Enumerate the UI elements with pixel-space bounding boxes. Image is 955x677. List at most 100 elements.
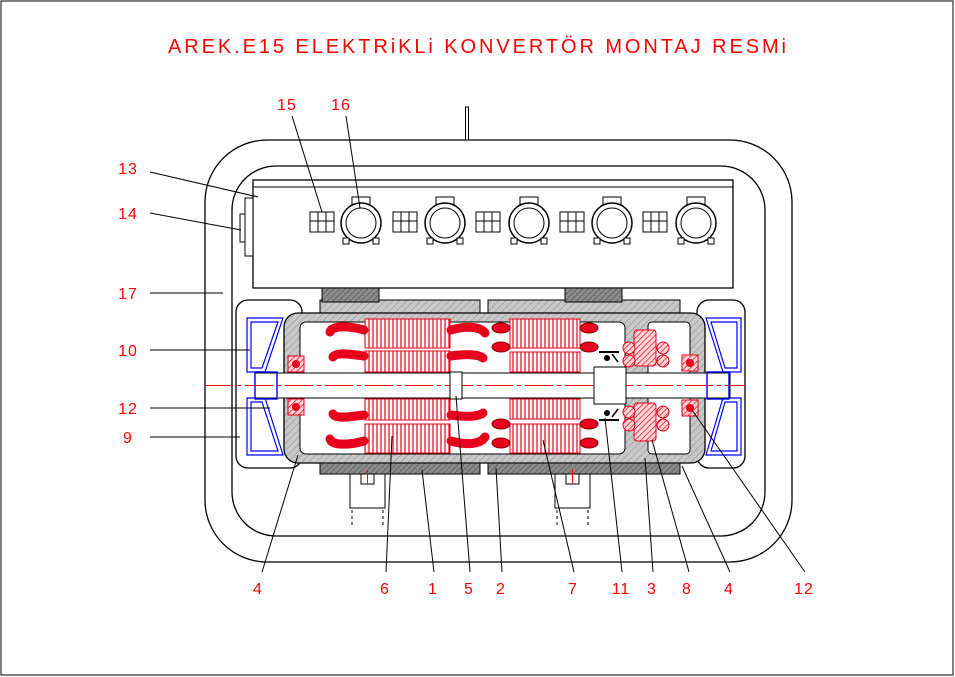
gear-tooth [656,405,670,419]
brush-lower [604,410,610,416]
socket-outer-ring [675,202,717,244]
socket-foot [510,237,518,245]
control-box [252,179,734,289]
motor-winding-end-turn [446,322,490,338]
leader-12-right [691,409,806,573]
terminal-block-frame [642,211,668,233]
terminal-block-frame [309,211,335,233]
callout-6: 6 [380,581,390,598]
motor-winding-end-turn [325,434,369,449]
socket-inner-ring [513,207,545,239]
motor-winding-end-turn [328,349,369,362]
socket-foot [593,237,601,245]
socket-inner-ring [680,207,712,239]
gear-tooth [656,354,670,368]
callout-1: 1 [428,581,438,598]
callout-4-left: 4 [253,581,263,598]
leader-1 [421,469,435,573]
generator-winding-end [491,341,511,353]
terminal-block-5 [642,211,668,233]
socket-4 [591,196,633,245]
gear-tooth [622,354,636,368]
fan-blade-right-upper [705,317,742,373]
bearing-right-upper-ball [686,359,694,367]
callout-5: 5 [464,581,474,598]
leader-15 [291,115,323,213]
terminal-block-3 [475,211,501,233]
motor-hub [449,371,463,400]
socket-inner-ring [345,207,377,239]
generator-rotor-upper [509,351,581,373]
leader-5 [455,395,471,573]
callout-10: 10 [118,343,138,360]
gear-tooth [622,341,636,355]
enclosure-outer [204,139,793,563]
top-pad-left [321,287,380,303]
callout-12-left: 12 [118,401,138,418]
motor-winding-end-turn [325,322,369,337]
generator-winding-end [579,322,599,334]
gear-tooth [656,341,670,355]
socket-outer-ring [591,202,633,244]
socket-foot [540,237,548,245]
callout-3: 3 [647,581,657,598]
callout-2: 2 [496,581,506,598]
leader-11 [604,417,623,573]
socket-inner-ring [429,207,461,239]
brush-lead-upper [611,353,619,363]
generator-winding-end [579,341,599,353]
callout-12-right: 12 [794,581,814,598]
brush-lead-lower [611,408,619,418]
socket-foot [707,237,715,245]
gear-upper [633,329,657,367]
socket-inner-ring [596,207,628,239]
motor-stator-lower [364,423,451,454]
generator-winding-end [491,322,511,334]
terminal-block-2 [392,211,418,233]
callout-13: 13 [118,161,138,178]
socket-2 [424,196,466,245]
motor-winding-end-turn [446,432,490,449]
motor-rotor-upper [364,350,451,373]
terminal-block-frame [475,211,501,233]
generator-winding-end [579,418,599,430]
callout-15: 15 [277,97,297,114]
bottom-band-left [319,462,481,475]
generator-rotor-lower [509,398,581,420]
shaft-end-right [706,371,730,400]
fan-blade-left-upper-inner [250,321,279,369]
socket-3 [508,196,550,245]
socket-outer-ring [508,202,550,244]
gear-lower [633,402,657,442]
motor-winding-end-turn [328,409,369,422]
bearing-left-lower-ball [292,403,300,411]
callout-4-right: 4 [724,581,734,598]
leader-7 [542,439,575,573]
socket-5 [675,196,717,245]
callout-7: 7 [568,581,578,598]
callout-9: 9 [123,430,133,447]
shaft-end-left [254,371,278,400]
socket-foot [372,237,380,245]
socket-foot [677,237,685,245]
motor-rotor-lower [364,398,451,421]
terminal-block-4 [559,211,585,233]
motor-winding-end-turn [446,350,488,363]
socket-foot [342,237,350,245]
leader-4-left [261,454,299,573]
socket-outer-ring [340,202,382,244]
terminal-block-frame [559,211,585,233]
fan-blade-right-upper-inner [710,321,738,369]
terminal-block-1 [309,211,335,233]
gear-tooth [622,418,636,432]
motor-stator-upper [364,318,451,349]
gear-tooth [622,405,636,419]
socket-foot [456,237,464,245]
gear-tooth [656,418,670,432]
side-switch-housing [244,197,254,257]
leader-14 [149,212,242,231]
leader-6 [385,435,393,573]
leader-13 [149,171,259,198]
callout-17: 17 [118,286,138,303]
